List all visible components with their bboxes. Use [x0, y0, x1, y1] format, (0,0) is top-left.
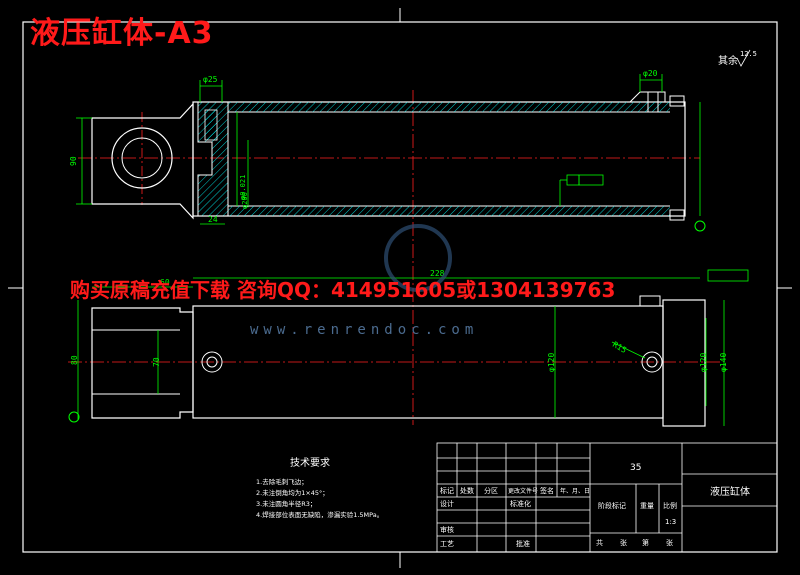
bottom-left-block — [91, 307, 194, 419]
tb-approve: 批准 — [516, 539, 530, 548]
roughness-symbol — [736, 49, 751, 67]
bottom-right-boss — [639, 295, 661, 306]
tb-sheet-total: 共 — [596, 538, 603, 547]
drawing-title: 液压缸体-A3 — [30, 16, 214, 51]
dim-d25: φ25 — [203, 75, 218, 84]
tb-sheet-label: 张 — [620, 538, 627, 547]
tb-review: 审核 — [440, 525, 454, 534]
watermark-site-url: www.renrendoc.com — [250, 322, 479, 338]
dim-h70: 70 — [152, 357, 161, 367]
tb-col-zone: 分区 — [484, 486, 498, 495]
top-right-slot-a — [669, 95, 685, 107]
roughness-note: 其余 — [718, 54, 738, 67]
dim-d20: φ20 — [643, 69, 658, 78]
dim-h80: 80 — [70, 355, 79, 365]
tech-req-title: 技术要求 — [290, 456, 330, 469]
tb-col-date: 年、月、日 — [560, 487, 590, 495]
tb-design: 设计 — [440, 499, 454, 508]
dim-l200: φ200 — [241, 192, 249, 209]
top-right-slot-b — [669, 209, 685, 221]
top-wall-hatch-upper — [228, 102, 670, 112]
tb-col-count: 处数 — [460, 486, 474, 495]
dim-h90: 90 — [69, 156, 78, 166]
datum-a-marker-top — [694, 220, 706, 232]
tb-part-name: 液压缸体 — [710, 485, 750, 498]
watermark-logo-icon — [384, 224, 452, 292]
tech-req-item-1: 1.去除毛刺飞边； — [256, 477, 308, 486]
top-eye-end-outline — [91, 102, 194, 220]
roughness-value: 12.5 — [740, 50, 757, 58]
bottom-port-left-outer — [201, 351, 223, 373]
dim-r15: R15 — [611, 340, 628, 355]
top-view: φ25 90 24 φ0.021 φ200 φ20 其余 12.5 — [69, 49, 757, 425]
dim-d140: φ140 — [719, 353, 728, 372]
dim-l24: 24 — [208, 215, 218, 224]
bottom-port-left-inner — [206, 356, 218, 368]
top-tube-outline — [192, 101, 686, 217]
tb-process: 工艺 — [440, 540, 454, 548]
dim-l60: 60 — [160, 278, 170, 287]
dim-d021: φ0.021 — [239, 175, 247, 200]
tech-req-item-2: 2.未注倒角均为1×45°； — [256, 488, 329, 497]
bottom-right-flange — [662, 299, 706, 427]
top-eye-outer-circle — [111, 127, 173, 189]
download-ad-banner: 购买原稿充值下载 咨询QQ：414951605或1304139763 — [70, 278, 616, 302]
tech-req-item-4: 4.焊接部位表面无缺陷，渗漏实验1.5MPa。 — [256, 510, 383, 519]
top-wall-hatch-lower — [228, 206, 670, 216]
tb-scale-value: 1:3 — [665, 518, 676, 526]
tb-sheet-label2: 张 — [666, 538, 673, 547]
tb-col-mark: 标记 — [440, 486, 454, 495]
tb-stage-mark: 阶段标记 — [598, 501, 626, 510]
tb-standardize: 标准化 — [510, 499, 531, 508]
bottom-port-right-outer — [641, 351, 663, 373]
dim-d120b: φ120 — [699, 353, 708, 372]
datum-b-marker — [68, 411, 80, 423]
tb-scale: 比例 — [663, 501, 677, 510]
top-right-port — [647, 91, 659, 113]
tb-sheet-no: 第 — [642, 538, 649, 547]
dim-d120a: φ120 — [547, 353, 556, 372]
tech-req-item-3: 3.未注圆角半径R3； — [256, 499, 316, 508]
tb-col-change-doc: 更改文件号 — [508, 487, 538, 495]
bottom-port-right-inner — [646, 356, 658, 368]
title-block — [436, 442, 778, 553]
tb-col-sign: 签名 — [540, 486, 554, 495]
tb-weight: 重量 — [640, 502, 654, 510]
top-eye-inner-circle — [121, 137, 163, 179]
dim-l228: 228 — [430, 269, 445, 278]
tb-material: 35 — [630, 463, 641, 473]
top-port-hatch — [204, 109, 218, 141]
